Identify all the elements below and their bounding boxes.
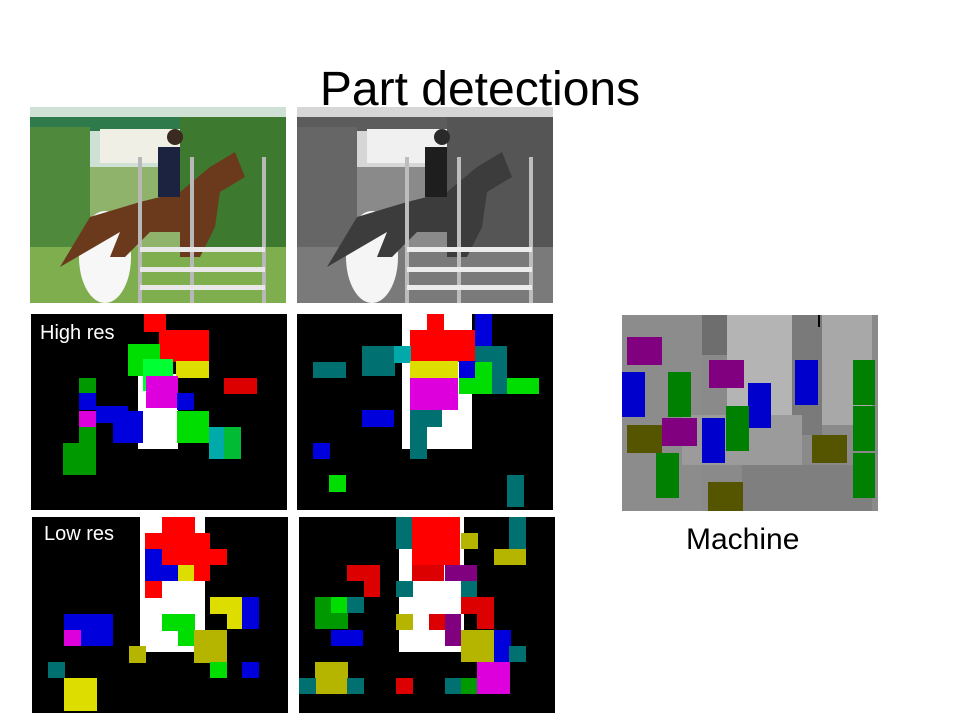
high-res-detection-grayscale (297, 314, 553, 510)
color-photo (30, 107, 286, 303)
low-res-label: Low res (44, 523, 115, 545)
high-res-detection-color: High res (31, 314, 287, 510)
high-res-label: High res (40, 322, 115, 344)
machine-caption: Machine (686, 523, 800, 556)
low-res-detection-color: Low res (32, 517, 288, 713)
grayscale-photo (297, 107, 553, 303)
low-res-detection-grayscale (299, 517, 555, 713)
machine-detection-map (622, 315, 878, 511)
